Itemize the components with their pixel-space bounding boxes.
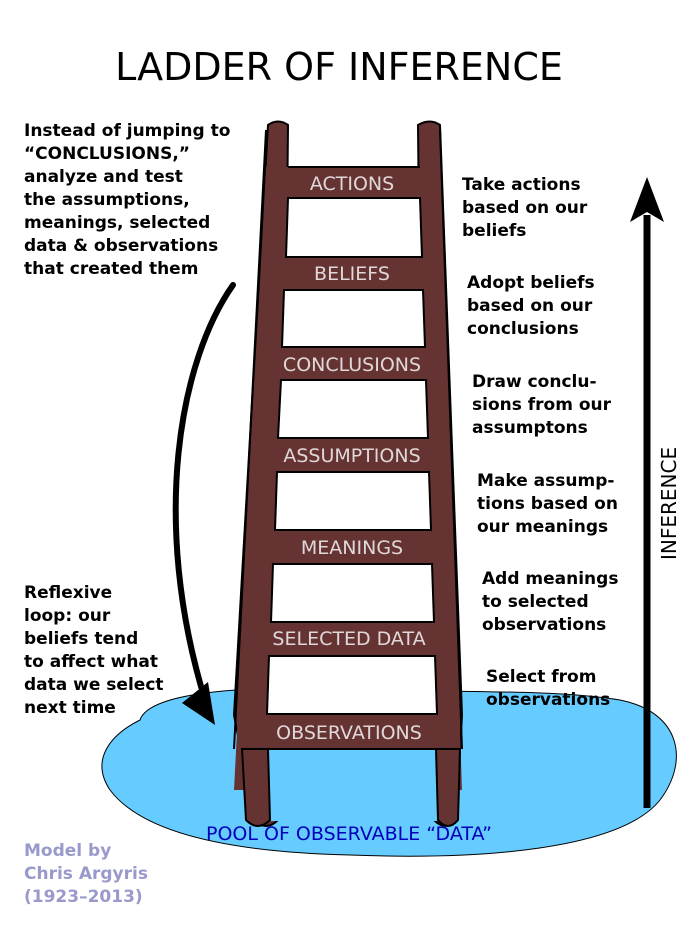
rung-actions: ACTIONS [310,173,394,195]
rung-assumptions: ASSUMPTIONS [283,445,420,467]
rung-observations: OBSERVATIONS [276,722,422,744]
description-meanings: Add meanings to selected observations [482,569,624,635]
reflexive-loop-text: Reflexive loop: our beliefs tend to affe… [24,583,169,718]
page-title: LADDER OF INFERENCE [115,45,563,89]
ladder-right-foot [434,748,462,827]
ladder-gaps [265,197,439,715]
description-assumptions: Make assump- tions based on our meanings [477,471,624,537]
ladder-left-foot [240,748,272,827]
description-selected-data: Select from observations [486,667,610,710]
rung-meanings: MEANINGS [301,537,403,559]
inference-axis-label: INFERENCE [657,447,681,560]
description-beliefs: Adopt beliefs based on our conclusions [467,273,601,339]
pool-label: POOL OF OBSERVABLE “DATA” [206,823,492,845]
description-actions: Take actions based on our beliefs [462,175,593,241]
reflexive-loop-arrow-icon [172,282,236,725]
description-conclusions: Draw conclu- sions from our assumptons [472,372,617,438]
model-credit: Model by Chris Argyris (1923–2013) [24,841,154,907]
rung-labels: ACTIONS BELIEFS CONCLUSIONS ASSUMPTIONS … [272,173,425,744]
inference-arrow-icon [630,177,664,808]
rung-selected-data: SELECTED DATA [272,628,425,650]
rung-beliefs: BELIEFS [314,263,390,285]
rung-conclusions: CONCLUSIONS [283,354,421,376]
advice-text: Instead of jumping to “CONCLUSIONS,” ana… [24,121,236,279]
